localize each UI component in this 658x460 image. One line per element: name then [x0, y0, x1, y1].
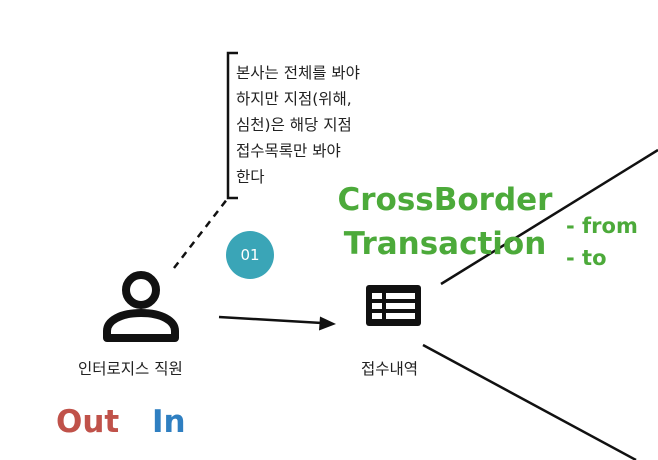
note-text: 본사는 전체를 봐야 하지만 지점(위해, 심천)은 해당 지점 접수목록만 봐…	[236, 60, 406, 190]
branch-line-lower	[422, 343, 637, 460]
note-line: 본사는 전체를 봐야	[236, 64, 360, 82]
flow-arrow	[218, 315, 336, 331]
user-label: 인터로지스 직원	[78, 360, 183, 378]
person-icon	[103, 271, 179, 342]
branch-line-upper	[440, 148, 658, 286]
records-label: 접수내역	[361, 360, 419, 378]
table-icon	[366, 285, 421, 326]
field-to: - to	[566, 246, 607, 270]
note-line: 하지만 지점(위해,	[236, 90, 352, 108]
note-line: 심천)은 해당 지점	[236, 116, 352, 134]
note-line: 한다	[236, 168, 265, 186]
field-from: - from	[566, 214, 638, 238]
legend-out: Out	[56, 404, 120, 440]
note-line: 접수목록만 봐야	[236, 142, 341, 160]
step-badge: 01	[226, 231, 274, 279]
title-line-1: CrossBorder	[337, 182, 553, 218]
dashed-connector	[173, 197, 229, 269]
title-line-2: Transaction	[343, 226, 547, 262]
field-list: - from - to	[566, 210, 638, 274]
legend-in: In	[152, 404, 186, 440]
note-bracket	[226, 51, 238, 200]
